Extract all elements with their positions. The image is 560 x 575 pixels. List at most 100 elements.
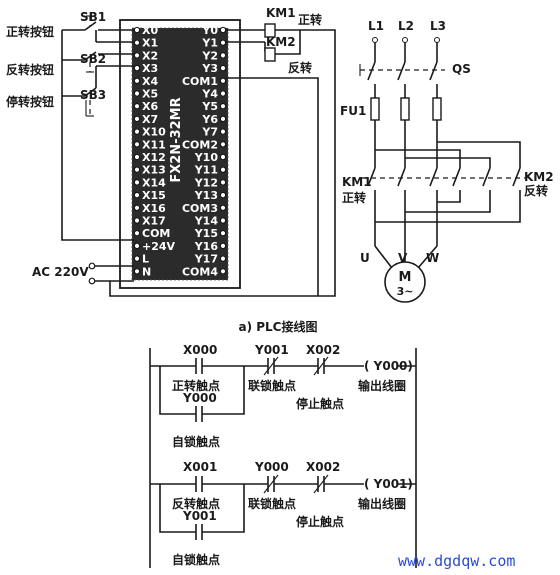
rung2-y000: Y000 — [254, 460, 289, 474]
sb2-label: SB2 — [80, 52, 106, 66]
input-terminal-label: X16 — [142, 202, 166, 215]
output-terminal — [219, 26, 227, 34]
km1-coil-label: KM1 — [266, 6, 296, 20]
motor-label: M — [399, 270, 412, 285]
output-terminal-label: Y0 — [201, 24, 218, 37]
rung1-y000: Y000 — [182, 391, 217, 405]
output-terminal — [219, 52, 227, 59]
sb3-label: SB3 — [80, 88, 106, 102]
output-terminal — [219, 141, 227, 148]
input-terminal — [133, 255, 141, 262]
input-terminal-label: X17 — [142, 215, 166, 228]
rung1-interlock-label: 联锁触点 — [248, 378, 296, 393]
qs-label: QS — [452, 62, 471, 76]
input-terminal-label: COM — [142, 227, 170, 240]
watermark: www.dgdqw.com — [398, 552, 515, 570]
input-terminal — [133, 103, 141, 110]
ladder-diagram — [149, 348, 417, 568]
input-terminal — [133, 192, 141, 199]
output-terminal-label: Y7 — [201, 126, 218, 139]
rung2-x001: X001 — [183, 460, 217, 474]
input-terminal — [133, 268, 141, 275]
output-terminal — [219, 255, 227, 262]
output-terminal — [219, 217, 227, 224]
km2-coil-label: KM2 — [266, 35, 296, 49]
input-terminal — [133, 65, 141, 72]
input-terminal-label: X13 — [142, 164, 166, 177]
output-terminal-label: Y3 — [201, 62, 218, 75]
output-terminal — [219, 204, 227, 211]
l1-label: L1 — [368, 19, 384, 33]
input-terminal-label: X1 — [142, 37, 158, 50]
output-terminal — [219, 153, 227, 161]
ac-source-label: AC 220V — [32, 265, 89, 279]
output-terminal-label: Y15 — [194, 227, 218, 240]
rung2-stop-label: 停止触点 — [296, 514, 344, 529]
input-terminal-label: X15 — [142, 189, 166, 202]
rung2-x002: X002 — [306, 460, 340, 474]
fu1-label: FU1 — [340, 104, 366, 118]
input-wiring — [61, 15, 336, 297]
input-terminal — [133, 26, 141, 34]
input-terminal — [133, 166, 141, 173]
rung1-y001: Y001 — [254, 343, 289, 357]
input-terminal — [133, 230, 141, 237]
rung1-x000: X000 — [183, 343, 217, 357]
output-wiring — [226, 23, 319, 296]
output-terminal — [219, 65, 227, 72]
rung2-interlock-label: 联锁触点 — [248, 496, 296, 511]
input-terminal-label: X6 — [142, 100, 158, 113]
output-terminal-label: Y14 — [194, 215, 219, 228]
input-terminal-label: X7 — [142, 113, 158, 126]
sb1-label: SB1 — [80, 10, 106, 24]
input-terminal — [133, 153, 141, 161]
output-terminal-label: COM2 — [182, 138, 218, 151]
output-terminal — [219, 166, 227, 173]
km1-contact-label: KM1 — [342, 175, 372, 189]
motor-phase-label: 3~ — [397, 285, 414, 298]
output-terminal-label: COM4 — [182, 265, 218, 278]
output-terminal — [219, 230, 227, 237]
rung2-coil-label: 输出线圈 — [358, 496, 406, 511]
l2-label: L2 — [398, 19, 414, 33]
rung2-coil: ( Y001) — [364, 477, 413, 491]
km2-reverse-label: 反转 — [288, 60, 312, 75]
reverse-button-label: 反转按钮 — [6, 62, 54, 77]
output-terminal — [219, 115, 227, 123]
input-terminal-label: X2 — [142, 49, 158, 62]
input-terminal — [133, 39, 141, 46]
rung1-stop-label: 停止触点 — [296, 396, 344, 411]
output-terminal-label: Y10 — [194, 151, 219, 164]
km1-contact-forward: 正转 — [342, 190, 366, 205]
output-terminal-label: Y11 — [194, 164, 218, 177]
output-terminal — [219, 103, 227, 110]
output-terminal-label: Y17 — [194, 253, 218, 266]
l3-label: L3 — [430, 19, 446, 33]
output-terminal — [219, 128, 227, 135]
u-label: U — [360, 251, 370, 265]
v-label: V — [398, 251, 408, 265]
stop-button-label: 停转按钮 — [6, 94, 54, 109]
rung1-x000-label: 正转触点 — [172, 378, 220, 393]
rung2-y001: Y001 — [182, 509, 217, 523]
output-terminal-label: COM3 — [182, 202, 218, 215]
output-terminal-label: Y12 — [194, 176, 218, 189]
input-terminal-label: X4 — [142, 75, 158, 88]
input-terminal — [133, 179, 141, 186]
plc-model-label: FX2N-32MR — [169, 97, 184, 182]
input-terminal-label: X5 — [142, 88, 158, 101]
input-terminal-label: L — [142, 253, 149, 266]
rung1-x002: X002 — [306, 343, 340, 357]
plc-module — [119, 19, 241, 289]
input-terminal — [133, 204, 141, 211]
input-terminal-label: N — [142, 265, 151, 278]
rung1-coil-label: 输出线圈 — [358, 378, 406, 393]
rung1-selflock-label: 自锁触点 — [172, 434, 220, 449]
power-circuit — [359, 37, 525, 303]
input-terminal — [133, 242, 141, 249]
output-terminal — [219, 90, 227, 97]
input-terminal — [133, 141, 141, 148]
input-terminal-label: X0 — [142, 24, 158, 37]
plc-terminals: X0X1X2X3X4X5X6X7X10X11X12X13X14X15X16X17… — [133, 24, 227, 278]
input-terminal — [133, 128, 141, 135]
